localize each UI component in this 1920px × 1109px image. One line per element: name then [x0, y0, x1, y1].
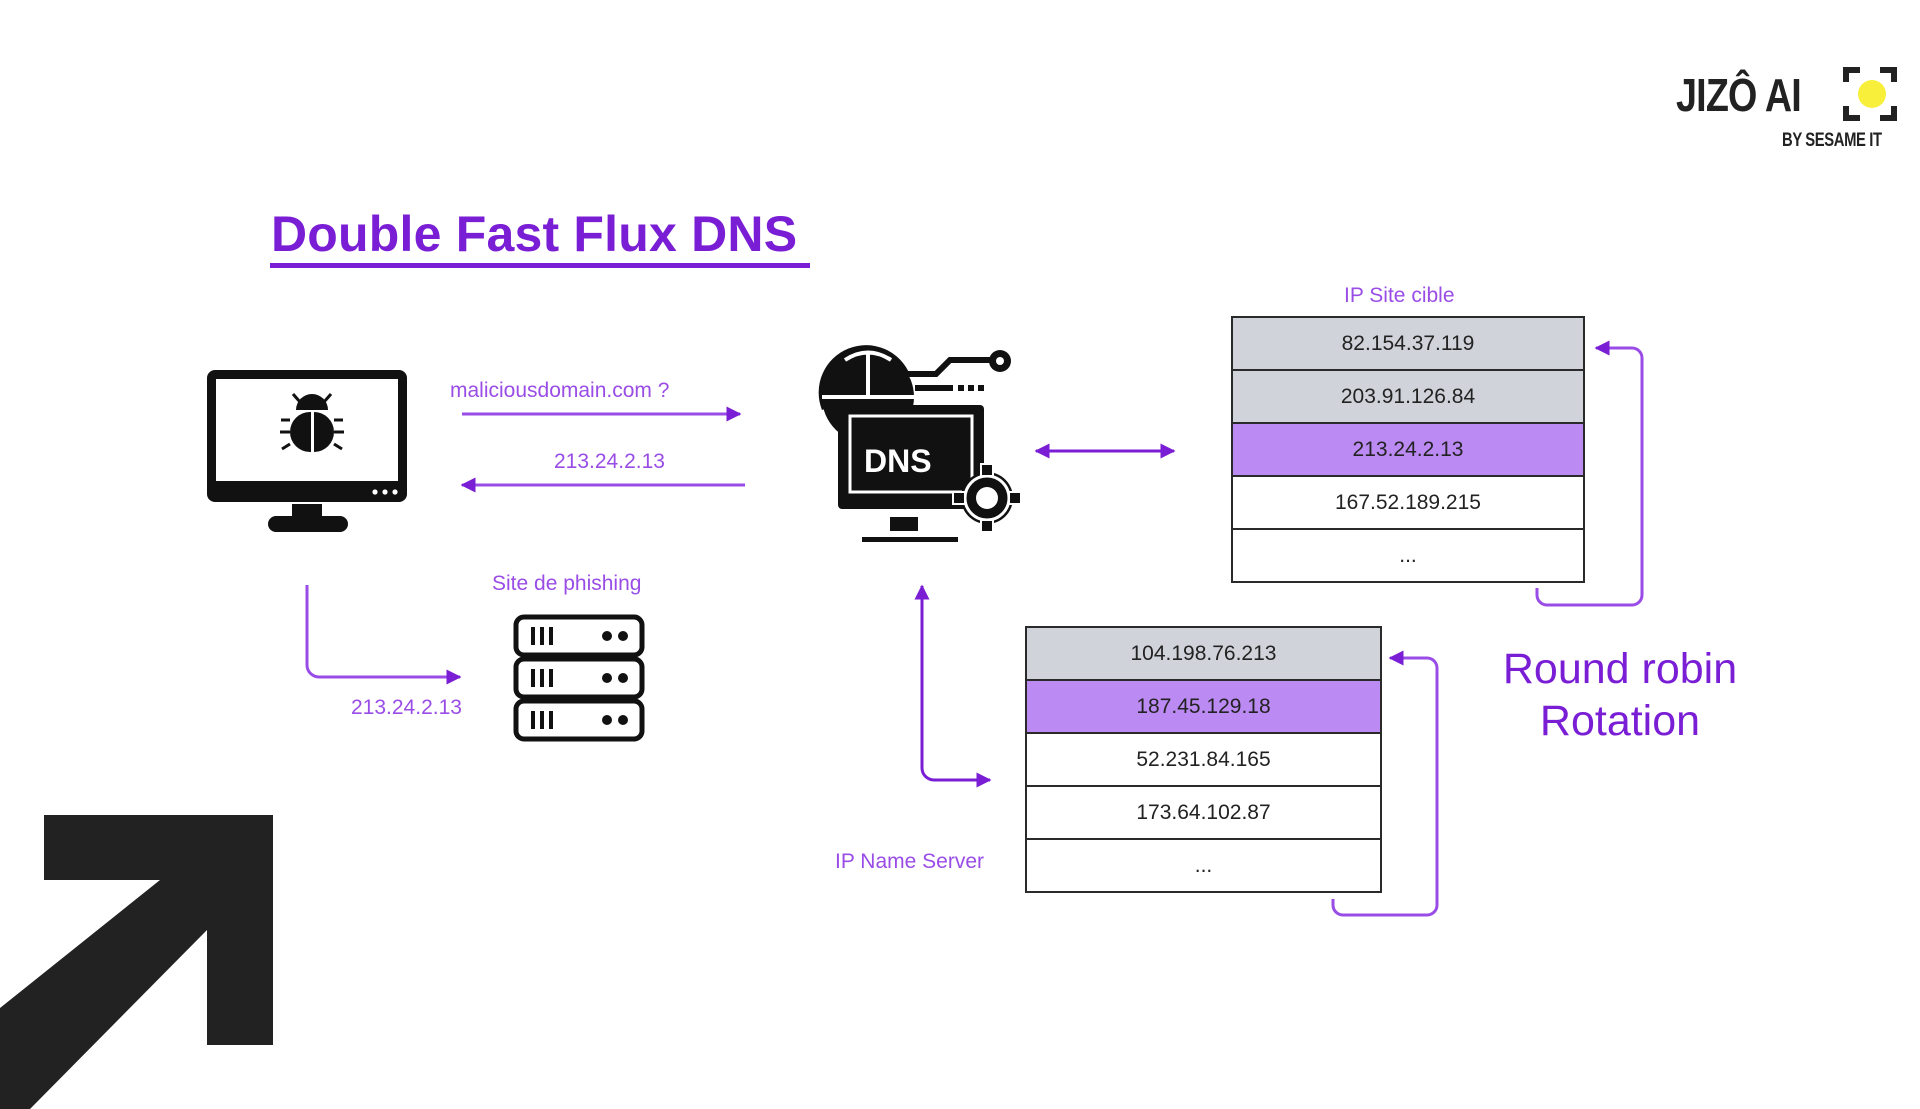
dns-response-label: 213.24.2.13: [554, 450, 665, 473]
brand-tagline: BY SESAME IT: [1782, 130, 1882, 151]
corner-arrow-icon: [0, 815, 273, 1109]
table-row: 173.64.102.87: [1027, 787, 1380, 840]
title-underline: [270, 263, 810, 268]
bug-icon: [280, 393, 344, 452]
name-server-table-label: IP Name Server: [835, 850, 984, 873]
dns-nameserver-table-arrow: [914, 584, 992, 788]
table-row: 167.52.189.215: [1233, 477, 1583, 530]
logo-dot: [1858, 80, 1886, 108]
site-ip-table: 82.154.37.119 203.91.126.84 213.24.2.13 …: [1231, 316, 1585, 583]
table-row: 82.154.37.119: [1233, 318, 1583, 371]
table-row: ...: [1194, 853, 1213, 877]
dns-query-label: maliciousdomain.com ?: [450, 379, 670, 402]
server-rack-icon: [513, 614, 645, 742]
table-row: 104.198.76.213: [1027, 628, 1380, 681]
redirect-ip-label: 213.24.2.13: [351, 696, 462, 719]
name-server-ip-table: 104.198.76.213 187.45.129.18 52.231.84.1…: [1025, 626, 1382, 893]
phishing-site-label: Site de phishing: [492, 572, 642, 595]
table-row: ...: [1399, 543, 1417, 567]
redirect-arrow: [305, 585, 462, 685]
dns-server-icon: [818, 345, 1022, 542]
table-row: 52.231.84.165: [1027, 734, 1380, 787]
round-robin-label: Round robin Rotation: [1480, 643, 1760, 747]
infected-computer-icon: [207, 370, 407, 532]
table-row-active: 213.24.2.13: [1233, 424, 1583, 477]
dns-icon-text: DNS: [864, 443, 932, 479]
round-robin-line2: Rotation: [1539, 697, 1701, 745]
logo-focus-frame-icon: [1843, 67, 1897, 121]
gear-icon: [952, 463, 1022, 533]
site-ip-table-label: IP Site cible: [1344, 284, 1455, 307]
table-row-active: 187.45.129.18: [1027, 681, 1380, 734]
brand-logo-text: JIZÔ AI: [1676, 69, 1802, 121]
page-title: Double Fast Flux DNS: [271, 206, 798, 262]
table-row: 203.91.126.84: [1233, 371, 1583, 424]
round-robin-line1: Round robin: [1502, 645, 1738, 693]
